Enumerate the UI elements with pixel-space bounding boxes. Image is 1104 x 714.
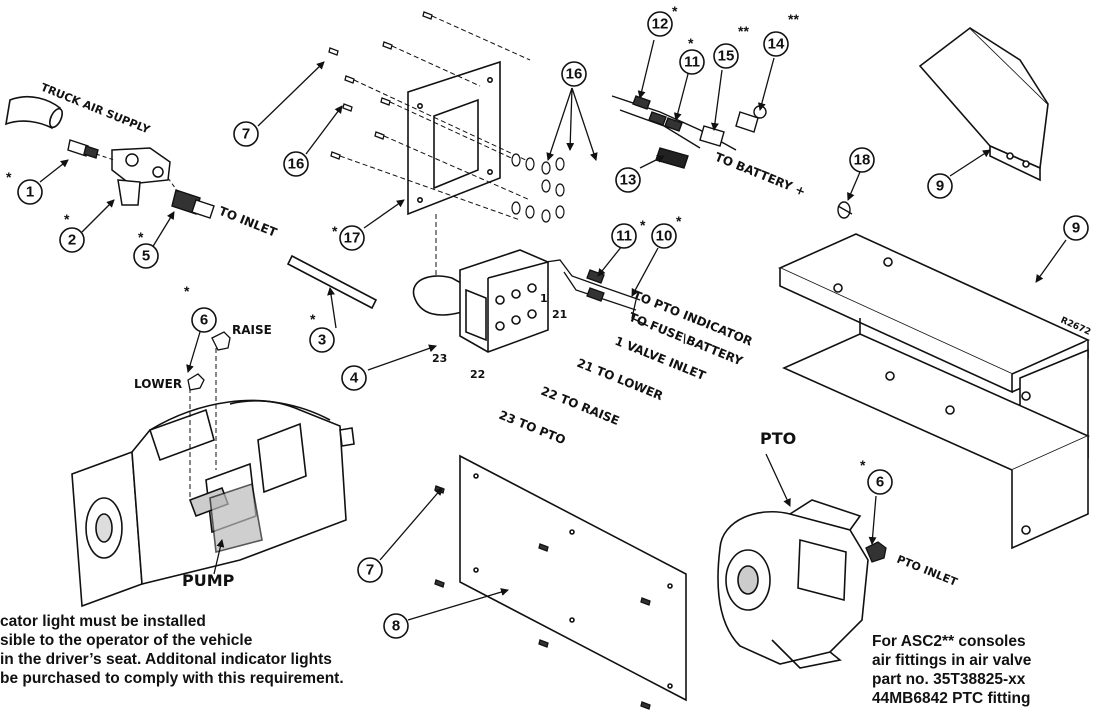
to-inlet-label: TO INLET xyxy=(217,204,280,240)
fitting-1 xyxy=(67,139,99,159)
to-lower-label: 21 TO LOWER xyxy=(575,356,665,403)
console-cover-9 xyxy=(918,26,1049,182)
callout-11b: 11 xyxy=(616,228,632,245)
callout-16b: 16 xyxy=(566,66,583,83)
leader-lines xyxy=(39,39,1067,621)
callout-4: 4 xyxy=(350,370,359,387)
pto-label: PTO xyxy=(760,429,796,448)
callout-10: 10 xyxy=(656,228,673,245)
svg-text:*: * xyxy=(310,311,316,327)
callout-numbers: 1 2 5 3 4 6 7 16 17 16 12 11 15 14 13 11… xyxy=(26,16,1080,635)
mounting-plate-17 xyxy=(407,60,501,216)
callout-15: 15 xyxy=(718,48,735,65)
port-22-label: 22 xyxy=(470,368,485,381)
callout-17: 17 xyxy=(344,230,361,247)
assembly-lines-pump xyxy=(189,348,217,500)
assembly-lines-plate xyxy=(339,15,531,280)
callout-16a: 16 xyxy=(288,156,305,173)
asterisks: * * * * * * * * * * * ** ** xyxy=(6,3,866,473)
callout-18: 18 xyxy=(854,152,871,169)
pto-elbow-6 xyxy=(865,541,887,563)
callout-8: 8 xyxy=(392,618,400,635)
air-supply-hose xyxy=(4,95,63,130)
pump-label: PUMP xyxy=(182,571,235,590)
svg-text:*: * xyxy=(640,217,646,233)
port-21-label: 21 xyxy=(552,308,567,321)
to-raise-label: 22 TO RAISE xyxy=(539,384,621,428)
callout-9a: 9 xyxy=(936,178,944,195)
callout-2: 2 xyxy=(68,232,76,249)
callout-11a: 11 xyxy=(684,54,700,71)
to-pto-label: 23 TO PTO xyxy=(497,408,568,447)
svg-text:*: * xyxy=(860,457,866,473)
to-battery-label: TO BATTERY + xyxy=(713,150,808,199)
asc2-consoles-note: For ASC2** consoles air fittings in air … xyxy=(872,633,1032,707)
callout-14: 14 xyxy=(768,36,785,53)
elbow-fittings-6 xyxy=(187,331,231,391)
callout-6a: 6 xyxy=(200,312,208,329)
hydraulic-pump xyxy=(71,399,355,608)
svg-text:*: * xyxy=(672,3,678,19)
callout-5: 5 xyxy=(142,248,150,265)
svg-text:*: * xyxy=(64,211,70,227)
lower-label: LOWER xyxy=(134,377,182,391)
svg-text:*: * xyxy=(138,229,144,245)
air-valve-2 xyxy=(111,147,171,206)
nuts-washers-16 xyxy=(511,153,565,223)
valve-body-4 xyxy=(412,249,549,353)
port-23-label: 23 xyxy=(432,352,447,365)
pto-unit xyxy=(717,499,869,669)
callout-3: 3 xyxy=(318,332,326,349)
raise-label: RAISE xyxy=(232,323,272,337)
svg-text:**: ** xyxy=(788,11,799,27)
valve-wires xyxy=(545,259,649,327)
callout-7b: 7 xyxy=(366,562,374,579)
fitting-5 xyxy=(171,189,215,219)
callout-7a: 7 xyxy=(242,126,250,143)
pto-inlet-label: PTO INLET xyxy=(895,553,960,589)
screws-16 xyxy=(328,11,433,160)
callout-13: 13 xyxy=(620,172,637,189)
callout-12: 12 xyxy=(652,16,669,33)
svg-text:*: * xyxy=(676,213,682,229)
svg-text:*: * xyxy=(332,223,338,239)
callout-1: 1 xyxy=(26,184,34,201)
callout-9b: 9 xyxy=(1072,220,1080,237)
svg-text:*: * xyxy=(184,283,190,299)
tube-3 xyxy=(286,254,378,310)
cover-plate-8 xyxy=(459,454,687,702)
port-1-label: 1 xyxy=(540,292,548,305)
wire-harness xyxy=(611,95,767,169)
spacer-18 xyxy=(837,201,853,219)
callout-6b: 6 xyxy=(876,474,884,491)
svg-text:*: * xyxy=(6,169,12,185)
svg-text:**: ** xyxy=(738,23,749,39)
svg-text:*: * xyxy=(688,35,694,51)
console-bracket-9 xyxy=(778,233,1090,550)
callouts xyxy=(17,11,1089,639)
indicator-light-note: cator light must be installed sible to t… xyxy=(0,613,344,687)
